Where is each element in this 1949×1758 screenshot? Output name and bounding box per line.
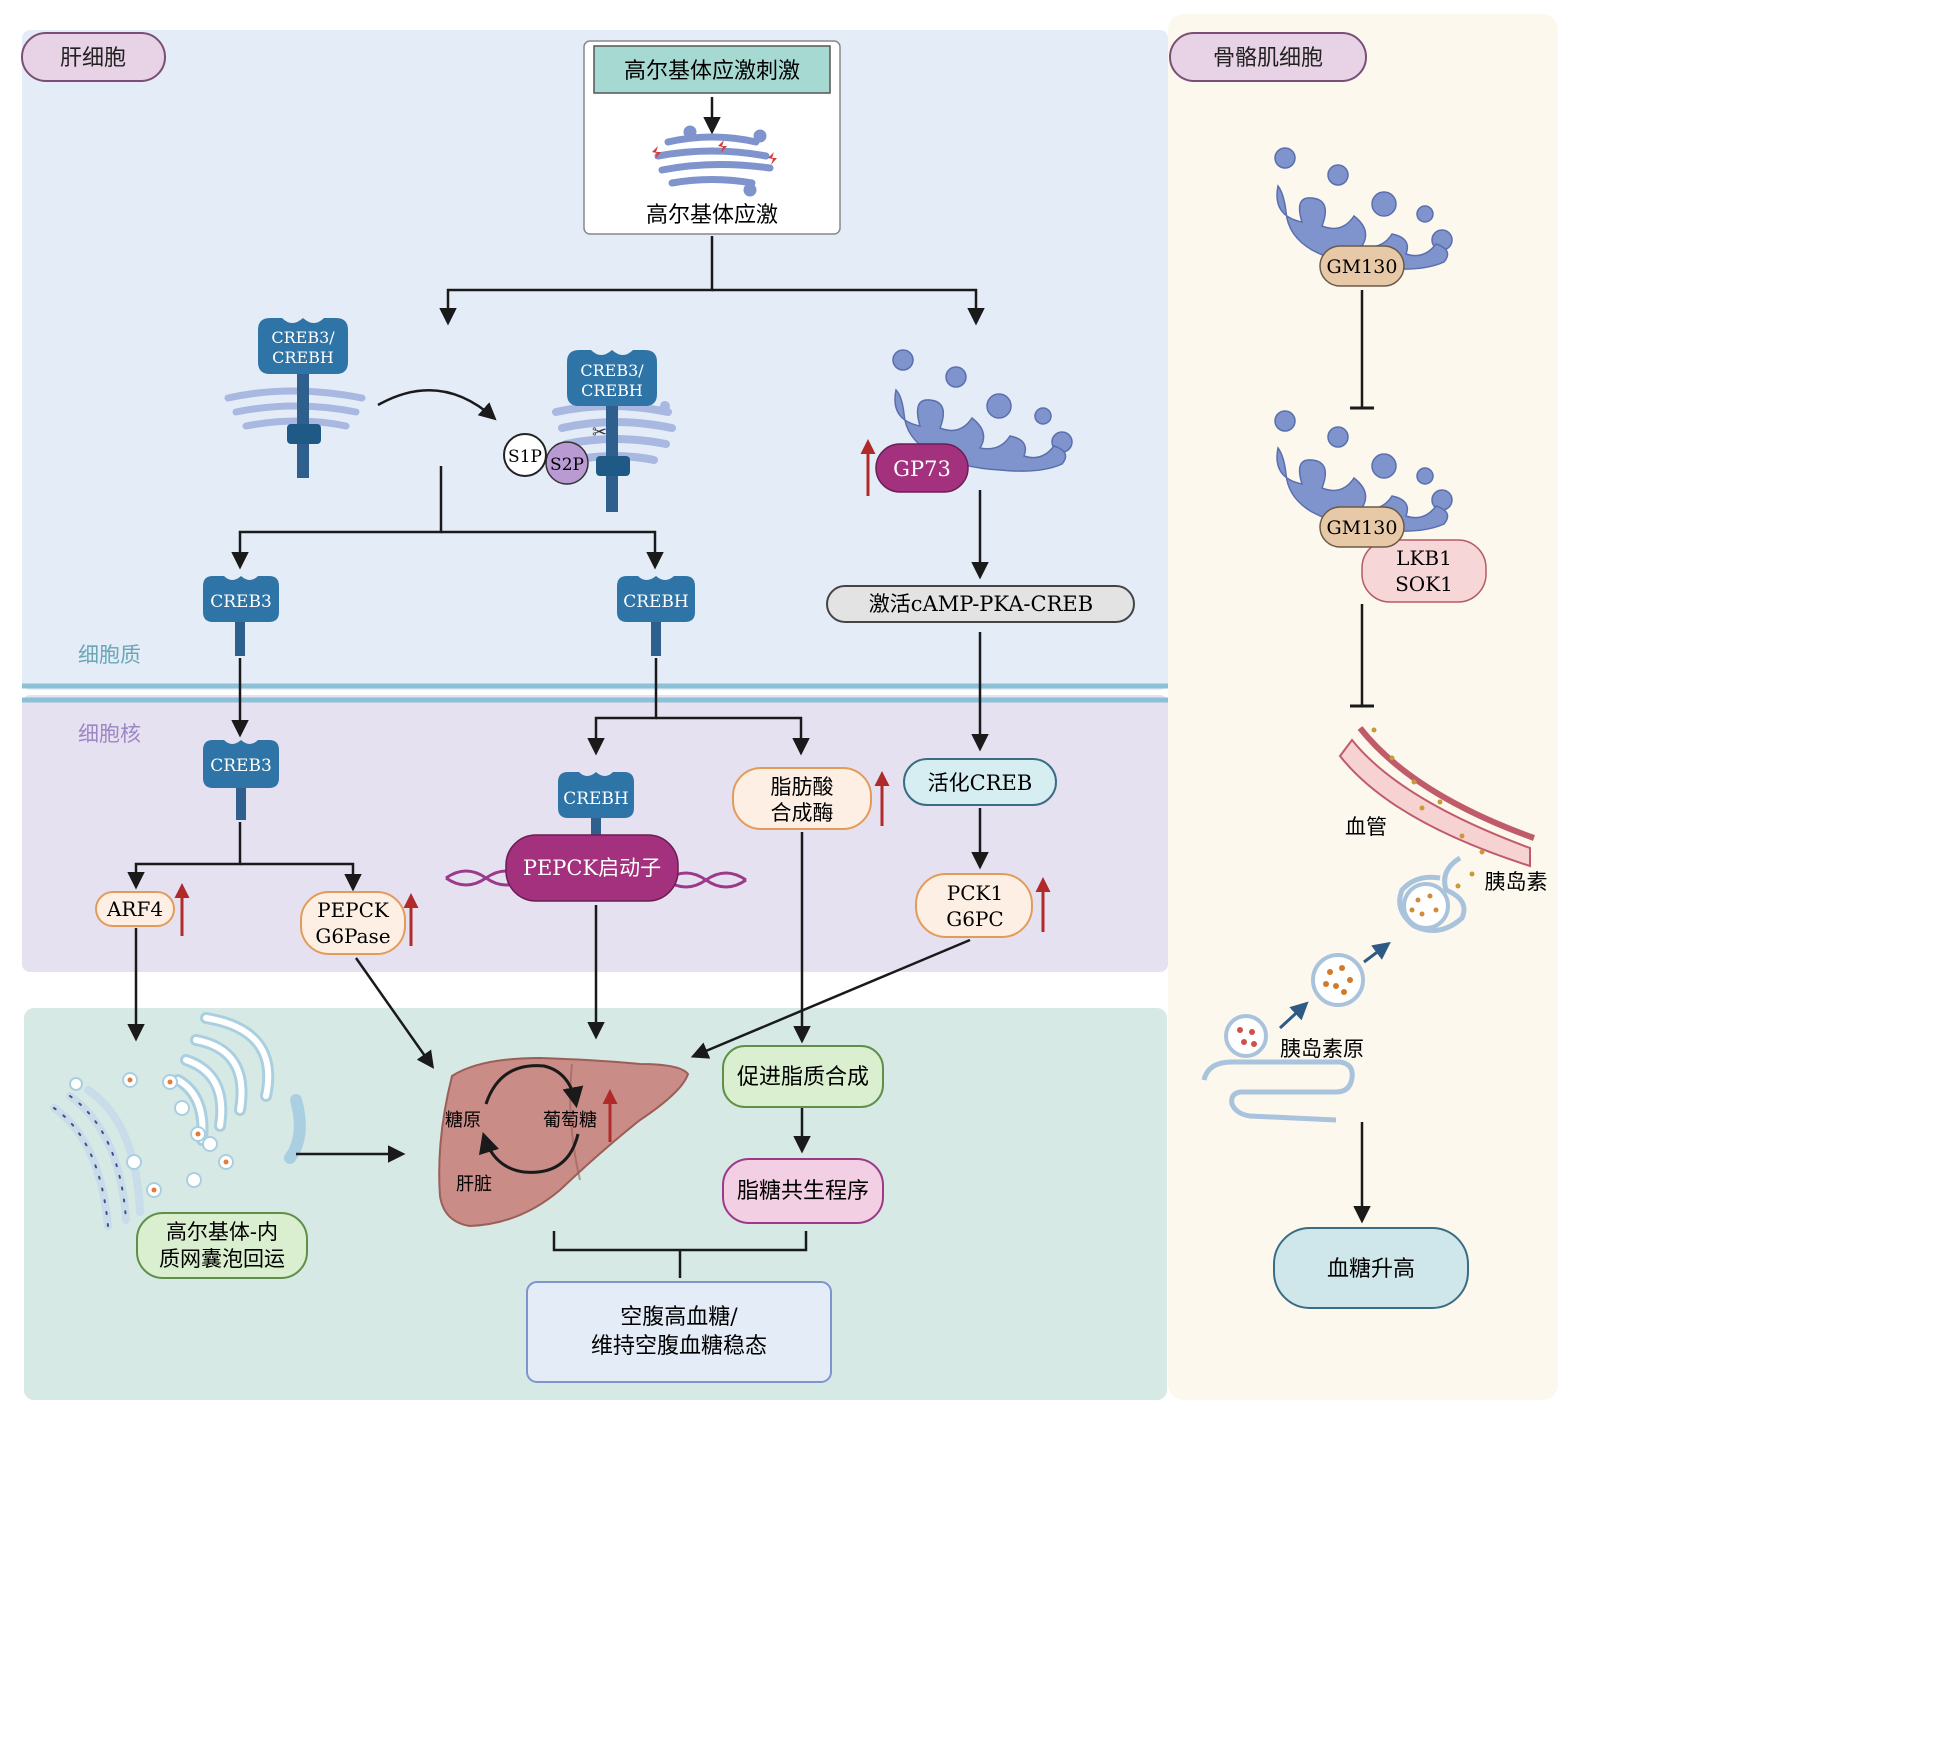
svg-text:GM130: GM130 [1327,256,1398,278]
insulin-label: 胰岛素 [1485,870,1548,894]
lipo-glyco-node [722,1158,884,1224]
svg-text:G6Pase: G6Pase [315,924,390,948]
creb3-nucleus [203,740,279,788]
arf4-node [95,891,175,927]
svg-text:促进脂质合成: 促进脂质合成 [737,1065,869,1090]
creb-receptor-membrane [258,318,348,374]
blood-vessel-icon [1338,726,1536,889]
svg-text:血糖升高: 血糖升高 [1327,1257,1415,1282]
cycle-arrows-icon [478,1064,584,1174]
vessel-label: 血管 [1345,815,1387,839]
crebh-nucleus [558,772,634,818]
stress-bolt-icon [652,140,777,165]
svg-text:激活cAMP-PKA-CREB: 激活cAMP-PKA-CREB [869,592,1093,616]
svg-text:CREBH: CREBH [272,348,334,367]
svg-text:SOK1: SOK1 [1395,572,1453,596]
svg-text:CREB3: CREB3 [210,592,272,612]
insulin-secretion-icon [1201,855,1467,1123]
nucleus-label: 细胞核 [78,722,141,746]
gp73-node [875,443,969,493]
camp-pka-creb-node [826,585,1135,623]
lipid-synthesis-node [722,1045,884,1108]
pepck-promoter-node [505,834,679,902]
fasting-hyperglycemia-node [526,1281,832,1383]
svg-text:合成酶: 合成酶 [771,801,834,825]
pck1-g6pc-node [915,873,1033,938]
svg-text:S2P: S2P [550,455,584,475]
svg-text:CREBH: CREBH [623,592,689,612]
svg-text:G6PC: G6PC [946,907,1003,931]
active-creb-node [903,758,1057,806]
lkb1-sok1-node [1361,539,1487,603]
er-golgi-vesicle-icon [50,1012,306,1230]
liver-cell-label-box [21,32,166,82]
creb3-cytoplasm [203,576,279,622]
golgi-apparatus-icon [654,125,774,197]
svg-text:活化CREB: 活化CREB [928,771,1033,795]
glycogen-label: 糖原 [445,1110,481,1131]
liver-output-region [24,1008,1167,1400]
liver-icon [438,1056,690,1228]
gm130-node-top [1319,245,1405,287]
svg-text:脂糖共生程序: 脂糖共生程序 [737,1179,869,1204]
scissors-icon: ✂ [592,422,607,443]
liver-cell-label: 肝细胞 [60,46,126,71]
vesicle-retrograde-node [136,1212,308,1279]
svg-text:GP73: GP73 [893,457,951,481]
gm130-node-bottom [1319,506,1405,548]
receptor-anchor [287,424,321,444]
svg-text:PEPCK启动子: PEPCK启动子 [523,856,661,880]
golgi-stress-label: 高尔基体应激 [646,203,778,228]
blood-glucose-rise-node [1273,1227,1469,1309]
pepck-g6pase-node [300,891,406,955]
svg-text:CREBH: CREBH [581,381,643,400]
liver-label: 肝脏 [456,1174,492,1195]
pathway-diagram: 肝细胞 骨骼肌细胞 细胞质 细胞核 高尔基体应激刺激 高尔基体应激 CREB3/… [21,14,1558,1400]
svg-text:S1P: S1P [508,447,542,467]
golgi-membrane-left-icon [224,387,366,430]
golgi-stimulus-label: 高尔基体应激刺激 [624,59,800,84]
muscle-cell-label: 骨骼肌细胞 [1213,46,1323,71]
svg-text:GM130: GM130 [1327,517,1398,539]
svg-text:ARF4: ARF4 [106,897,163,921]
svg-text:PCK1: PCK1 [947,881,1003,905]
creb-membrane-label: CREB3/ [271,328,335,347]
golgi-stimulus-box [593,45,831,94]
cytoplasm-label: 细胞质 [78,643,141,667]
s1p-protease [503,433,547,477]
golgi-muscle-bottom-icon [1274,410,1453,532]
glucose-label: 葡萄糖 [543,1110,597,1131]
proinsulin-label: 胰岛素原 [1280,1037,1364,1061]
svg-text:LKB1: LKB1 [1396,546,1452,570]
creb-cleaved-label: CREB3/ [580,361,644,380]
svg-text:CREB3: CREB3 [210,756,272,776]
crebh-cytoplasm [617,576,695,622]
muscle-cell-label-box [1169,32,1367,82]
svg-text:PEPCK: PEPCK [317,898,390,922]
svg-text:维持空腹血糖稳态: 维持空腹血糖稳态 [591,1334,767,1359]
svg-text:CREBH: CREBH [563,789,629,809]
svg-text:脂肪酸: 脂肪酸 [771,775,834,799]
svg-text:质网囊泡回运: 质网囊泡回运 [159,1247,285,1271]
golgi-muscle-top-icon [1274,147,1453,270]
svg-text:空腹高血糖/: 空腹高血糖/ [620,1305,738,1330]
s2p-protease [545,441,589,485]
svg-text:高尔基体-内: 高尔基体-内 [166,1220,278,1244]
fatty-acid-synthase-node [732,767,872,830]
creb-receptor-cleaved [567,350,657,406]
